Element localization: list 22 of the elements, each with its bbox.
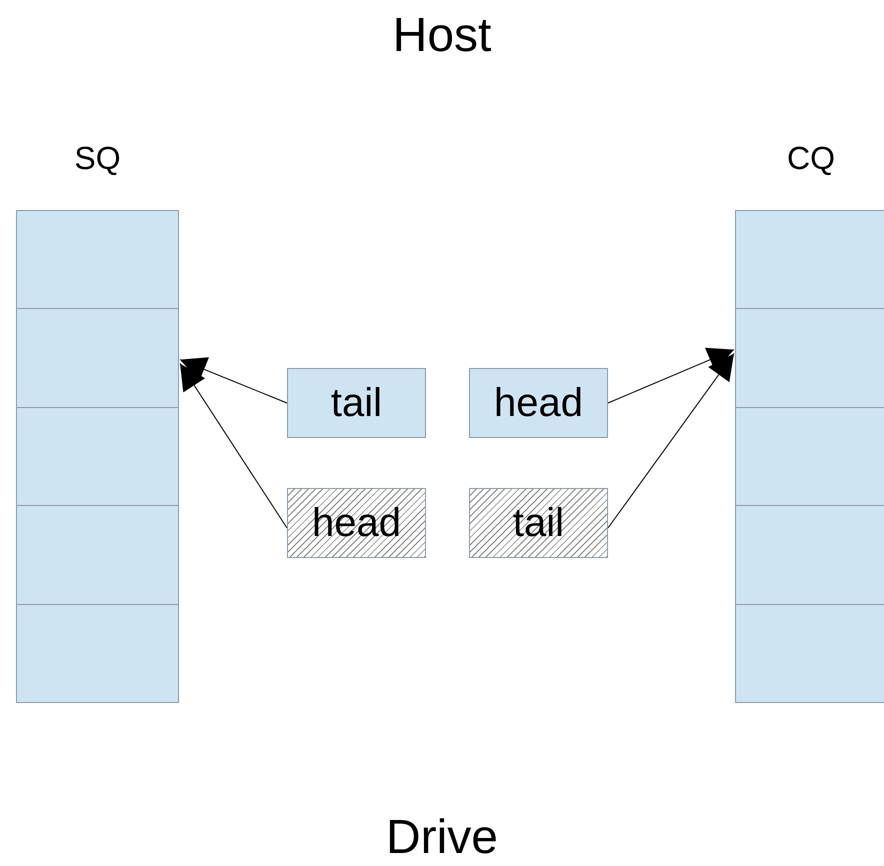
hatched-pointer-box: tail: [469, 488, 608, 558]
queue-slot: [735, 406, 884, 506]
hatched-pointer-box: head: [287, 488, 426, 558]
queue-label: CQ: [787, 140, 835, 177]
queue-slot: [16, 604, 179, 703]
arrow: [180, 363, 288, 528]
side-label: Host: [392, 8, 492, 63]
queue-slot: [735, 505, 884, 605]
queue-slot: [16, 406, 179, 506]
queue-slot: [735, 210, 884, 310]
queue-slot: [16, 210, 179, 310]
arrow: [608, 353, 734, 528]
queue-slot: [16, 308, 179, 408]
queue-slot: [735, 308, 884, 408]
pointer-box: tail: [287, 368, 426, 438]
queue-slot: [735, 604, 884, 703]
arrow: [608, 348, 734, 404]
side-label: Drive: [386, 810, 498, 865]
queue-label: SQ: [74, 140, 121, 177]
queue-slot: [16, 505, 179, 605]
arrow: [180, 357, 288, 404]
pointer-box: head: [469, 368, 608, 438]
